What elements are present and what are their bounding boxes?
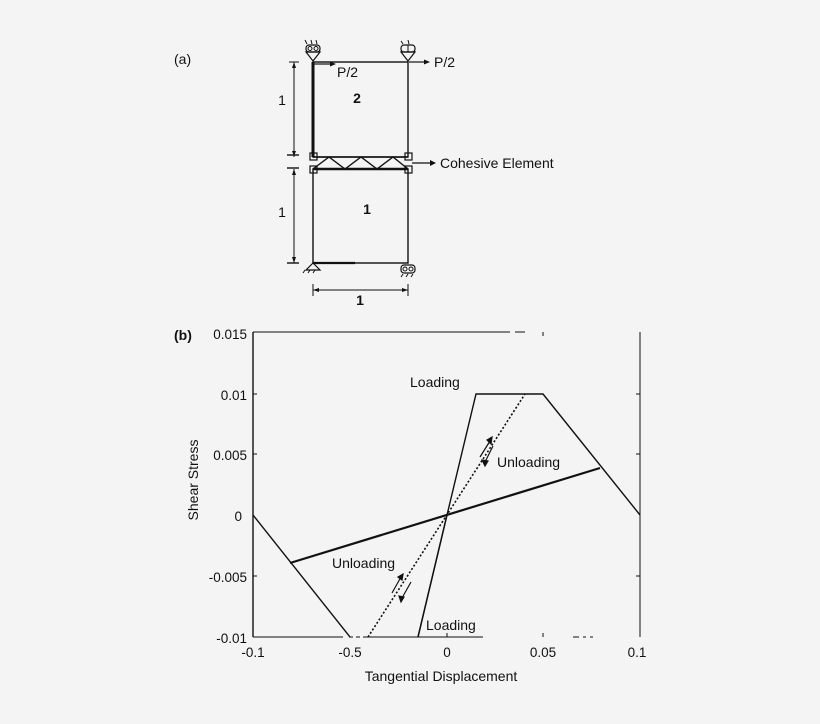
element-1-number: 1 xyxy=(363,201,371,217)
x-tick-labels: -0.1 -0.5 0 0.05 0.1 xyxy=(241,645,646,660)
x-tick-label: 0.1 xyxy=(628,645,647,660)
dim-label-bottom: 1 xyxy=(278,204,286,220)
y-tick-label: -0.005 xyxy=(209,570,247,585)
unloading-arrows-top-icon xyxy=(479,435,494,468)
panel-a-label: (a) xyxy=(174,51,191,67)
load-arrow-right xyxy=(409,59,430,65)
y-tick-label: 0.005 xyxy=(213,448,247,463)
element-2-number: 2 xyxy=(353,90,361,106)
unloading-arrows-bottom-icon xyxy=(391,572,412,604)
cohesive-element xyxy=(309,152,413,174)
y-tick-label: 0.01 xyxy=(221,388,247,403)
series-softening-negative xyxy=(252,514,351,638)
annotation-unloading-top: Unloading xyxy=(497,454,560,470)
x-tick-label: -0.1 xyxy=(241,645,264,660)
y-tick-labels: 0.015 0.01 0.005 0 -0.005 -0.01 xyxy=(209,327,247,646)
x-axis-title: Tangential Displacement xyxy=(365,668,518,684)
y-ticks xyxy=(253,393,640,577)
x-tick-label: 0 xyxy=(443,645,451,660)
annotation-unloading-bottom: Unloading xyxy=(332,555,395,571)
x-ticks xyxy=(446,332,544,637)
x-tick-label: -0.5 xyxy=(338,645,361,660)
cohesive-element-label: Cohesive Element xyxy=(440,155,554,171)
dimension-top-height xyxy=(287,61,299,157)
cohesive-arrow xyxy=(412,160,436,166)
y-tick-label: 0.015 xyxy=(213,327,247,342)
load-label-left: P/2 xyxy=(337,64,358,80)
load-label-right: P/2 xyxy=(434,54,455,70)
series-loading-negative-segment xyxy=(417,514,448,638)
roller-support-top-right-icon xyxy=(399,39,417,62)
series-loading-positive xyxy=(446,393,641,516)
dimension-width xyxy=(312,284,409,296)
panel-b-chart: (b) 0.015 0.01 0.005 0 -0.005 -0.01 xyxy=(174,327,646,684)
panel-a-diagram: (a) Cohesive Element 2 1 xyxy=(174,39,554,308)
x-tick-label: 0.05 xyxy=(530,645,556,660)
series-unloading-reduced xyxy=(289,466,601,565)
dim-label-width: 1 xyxy=(356,292,364,308)
series-unloading-dotted xyxy=(367,393,526,638)
y-axis-title: Shear Stress xyxy=(185,440,201,521)
roller-support-top-left-icon xyxy=(304,39,322,62)
panel-b-label: (b) xyxy=(174,327,192,343)
dimension-bottom-height xyxy=(287,167,299,264)
roller-support-bottom-right-icon xyxy=(400,264,416,278)
dim-label-top: 1 xyxy=(278,92,286,108)
annotation-loading-top: Loading xyxy=(410,374,460,390)
annotation-loading-bottom: Loading xyxy=(426,617,476,633)
y-tick-label: 0 xyxy=(234,509,242,524)
element-2-box xyxy=(312,61,409,158)
y-tick-label: -0.01 xyxy=(216,631,247,646)
element-1-box xyxy=(312,168,409,264)
load-arrow-left xyxy=(314,61,336,67)
pin-support-bottom-left-icon xyxy=(302,262,322,274)
